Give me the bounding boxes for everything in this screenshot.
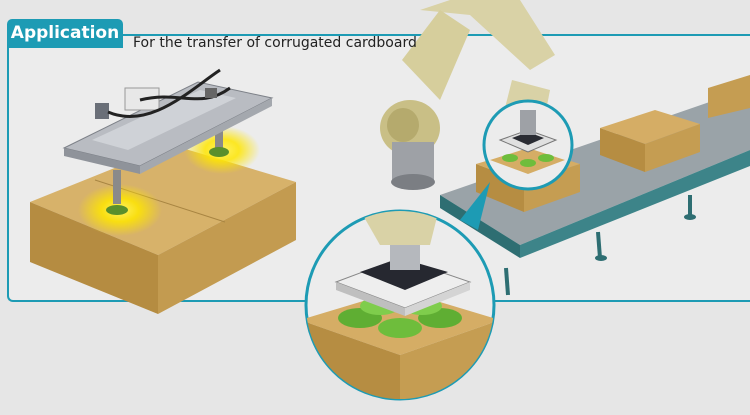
caption-text: For the transfer of corrugated cardboard	[133, 35, 417, 51]
zoom-connector	[460, 182, 490, 230]
left-suction-cups	[106, 122, 229, 215]
small-zoom-circle	[482, 99, 574, 191]
robot-arm	[380, 0, 555, 190]
gripper-frame	[62, 68, 274, 174]
left-cardboard-box	[30, 145, 296, 314]
application-badge: Application	[7, 19, 123, 48]
large-zoom-circle	[304, 209, 496, 401]
